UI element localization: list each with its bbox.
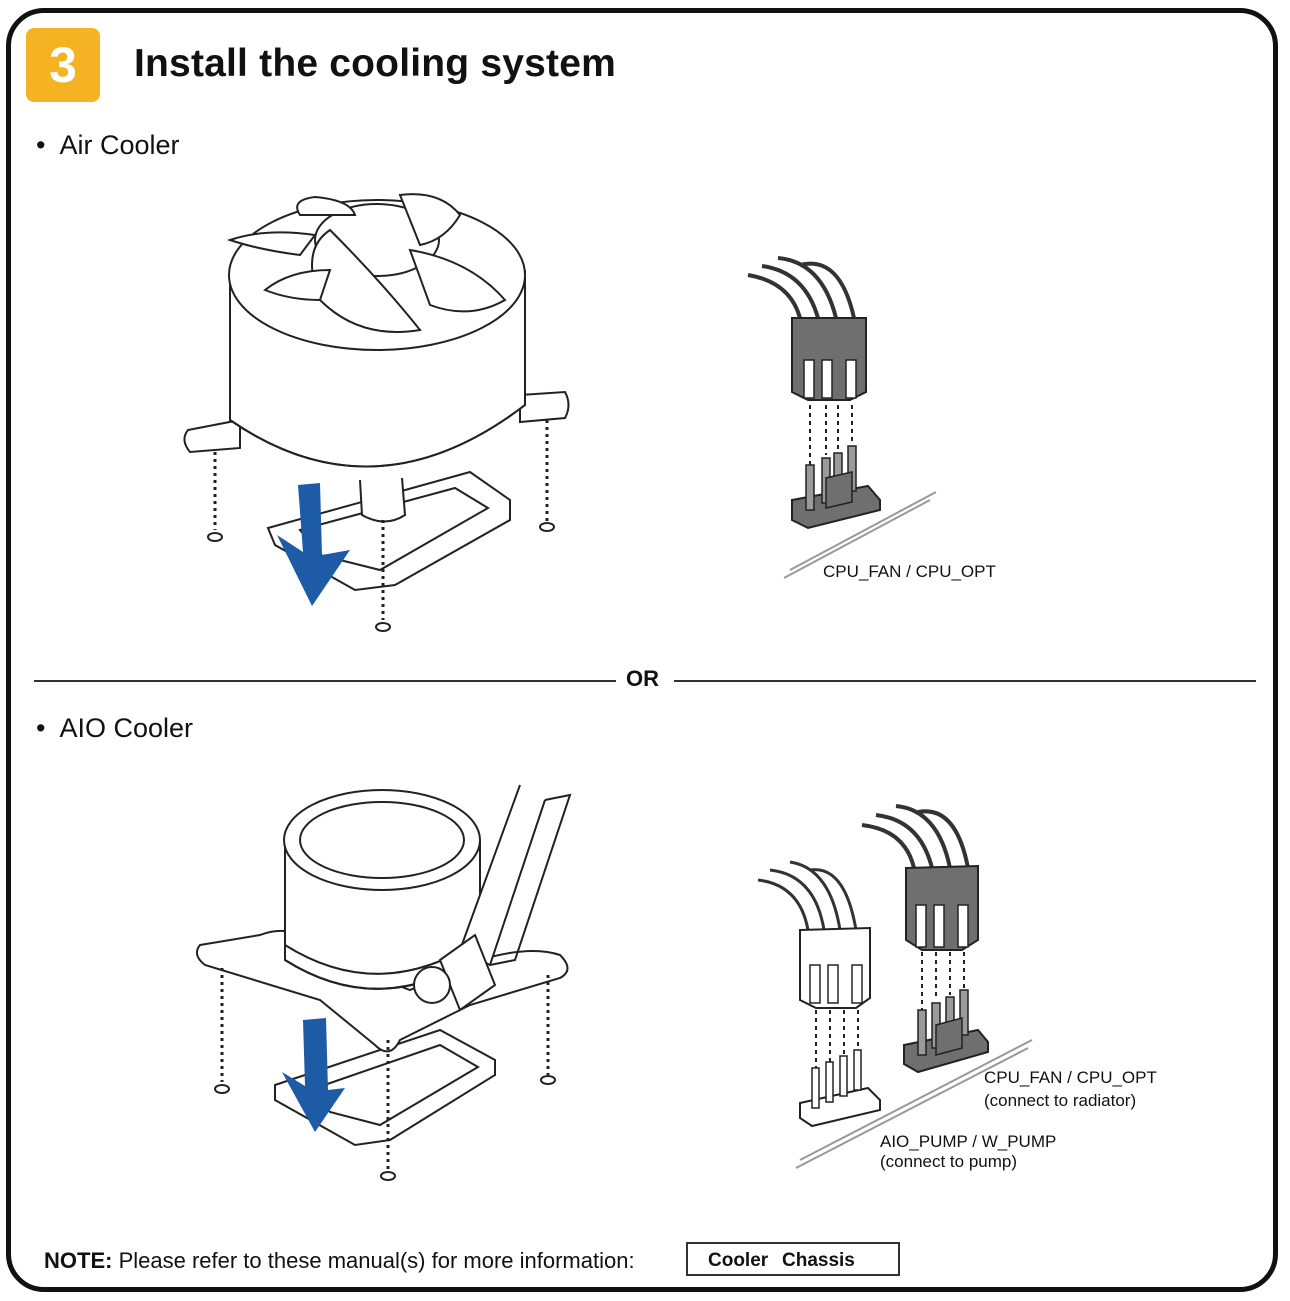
divider-line-right (674, 680, 1256, 682)
section-aio-cooler-label: AIO Cooler (59, 713, 194, 743)
arrow-down-icon (282, 1018, 345, 1132)
step-number-badge: 3 (26, 28, 100, 102)
section-air-cooler-label: Air Cooler (59, 130, 180, 160)
aio-pump-connector-note: (connect to pump) (880, 1152, 1018, 1171)
arrow-down-icon (277, 483, 350, 606)
bullet: • (36, 130, 46, 160)
aio-fan-connector-label: CPU_FAN / CPU_OPT (984, 1068, 1157, 1087)
page-title: Install the cooling system (134, 42, 616, 85)
section-air-cooler-heading: • Air Cooler (36, 130, 180, 161)
aio-fan-connector-note: (connect to radiator) (984, 1091, 1137, 1110)
divider-line-left (34, 680, 616, 682)
page-frame (6, 8, 1278, 1292)
bullet: • (36, 713, 46, 743)
note-body: Please refer to these manual(s) for more… (118, 1248, 635, 1273)
aio-pump-connector-label: AIO_PUMP / W_PUMP (880, 1132, 1057, 1151)
cooler-manual-link[interactable]: Cooler (708, 1250, 769, 1271)
note-text: NOTE: Please refer to these manual(s) fo… (44, 1248, 635, 1274)
air-connector-label: CPU_FAN / CPU_OPT (823, 562, 996, 581)
or-divider: OR (34, 664, 1256, 696)
manual-links-box: Cooler Chassis (686, 1242, 900, 1276)
note-prefix: NOTE: (44, 1248, 113, 1273)
or-text: OR (626, 666, 659, 691)
chassis-manual-link[interactable]: Chassis (782, 1250, 855, 1271)
section-aio-cooler-heading: • AIO Cooler (36, 713, 193, 744)
